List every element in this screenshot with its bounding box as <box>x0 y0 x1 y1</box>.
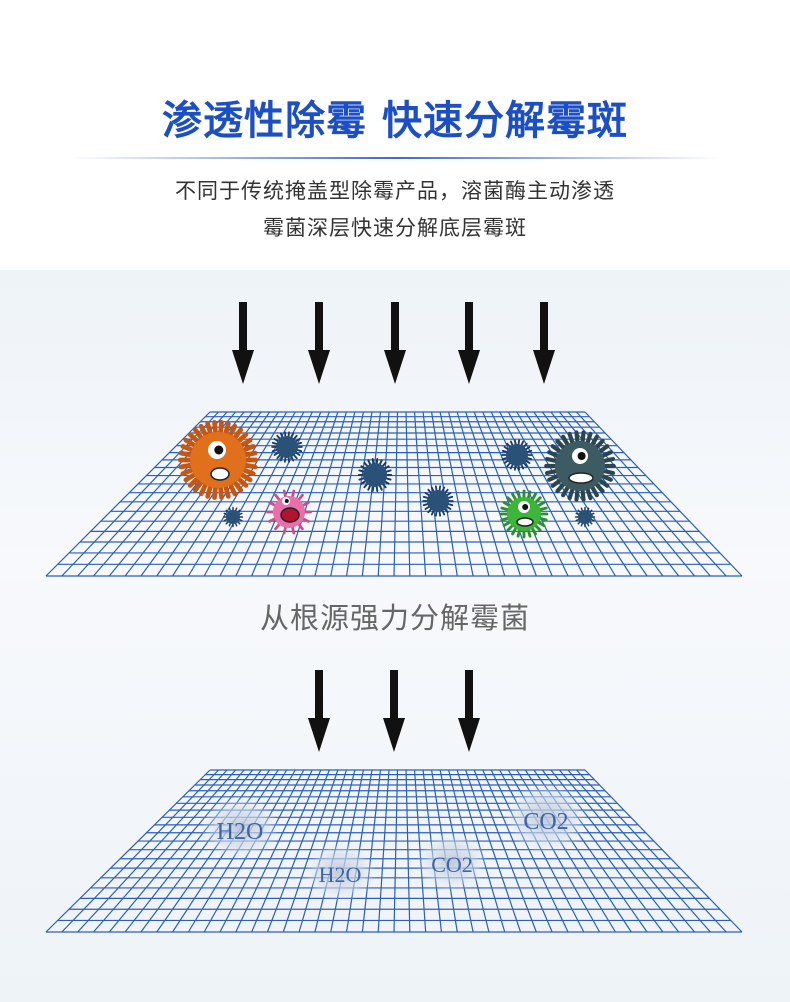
down-arrow-icon <box>308 670 330 752</box>
down-arrow-icon <box>308 302 330 384</box>
mold-germ-icon <box>499 489 549 539</box>
down-arrow-icon <box>533 302 555 384</box>
page-title: 渗透性除霉 快速分解霉斑 <box>162 98 628 144</box>
water-molecule-icon: H2O <box>304 842 376 902</box>
title-divider <box>70 157 720 159</box>
down-arrow-icon <box>458 670 480 752</box>
subtitle-line-1: 不同于传统掩盖型除霉产品，溶菌酶主动渗透 <box>175 179 615 203</box>
down-arrow-icon <box>383 670 405 752</box>
mold-germ-icon <box>177 420 259 500</box>
mold-germ-icon <box>422 485 454 517</box>
molecule-label: CO2 <box>523 809 568 835</box>
mold-germ-icon <box>357 457 393 493</box>
mesh-grid-bottom <box>45 769 743 933</box>
down-arrow-icon <box>458 302 480 384</box>
mesh-grid-top <box>45 411 743 577</box>
molecule-label: H2O <box>319 862 362 887</box>
mold-germ-icon <box>501 439 533 471</box>
down-arrow-icon <box>384 302 406 384</box>
mold-germ-icon <box>271 431 303 463</box>
molecule-label: H2O <box>217 819 264 845</box>
molecule-label: CO2 <box>431 852 473 877</box>
water-molecule-icon: H2O <box>200 796 280 860</box>
down-arrow-icon <box>232 302 254 384</box>
carbon-dioxide-icon: CO2 <box>504 782 588 854</box>
mold-germ-icon <box>544 430 616 502</box>
middle-caption: 从根源强力分解霉菌 <box>259 601 530 635</box>
mold-germ-icon <box>574 506 596 528</box>
header-section: 渗透性除霉 快速分解霉斑 不同于传统掩盖型除霉产品，溶菌酶主动渗透 霉菌深层快速… <box>0 0 790 270</box>
mold-germ-icon <box>222 506 244 528</box>
mold-germs <box>177 420 616 539</box>
mold-germ-icon <box>266 489 312 535</box>
carbon-dioxide-icon: CO2 <box>416 832 488 892</box>
subtitle-line-2: 霉菌深层快速分解底层霉斑 <box>263 216 527 240</box>
